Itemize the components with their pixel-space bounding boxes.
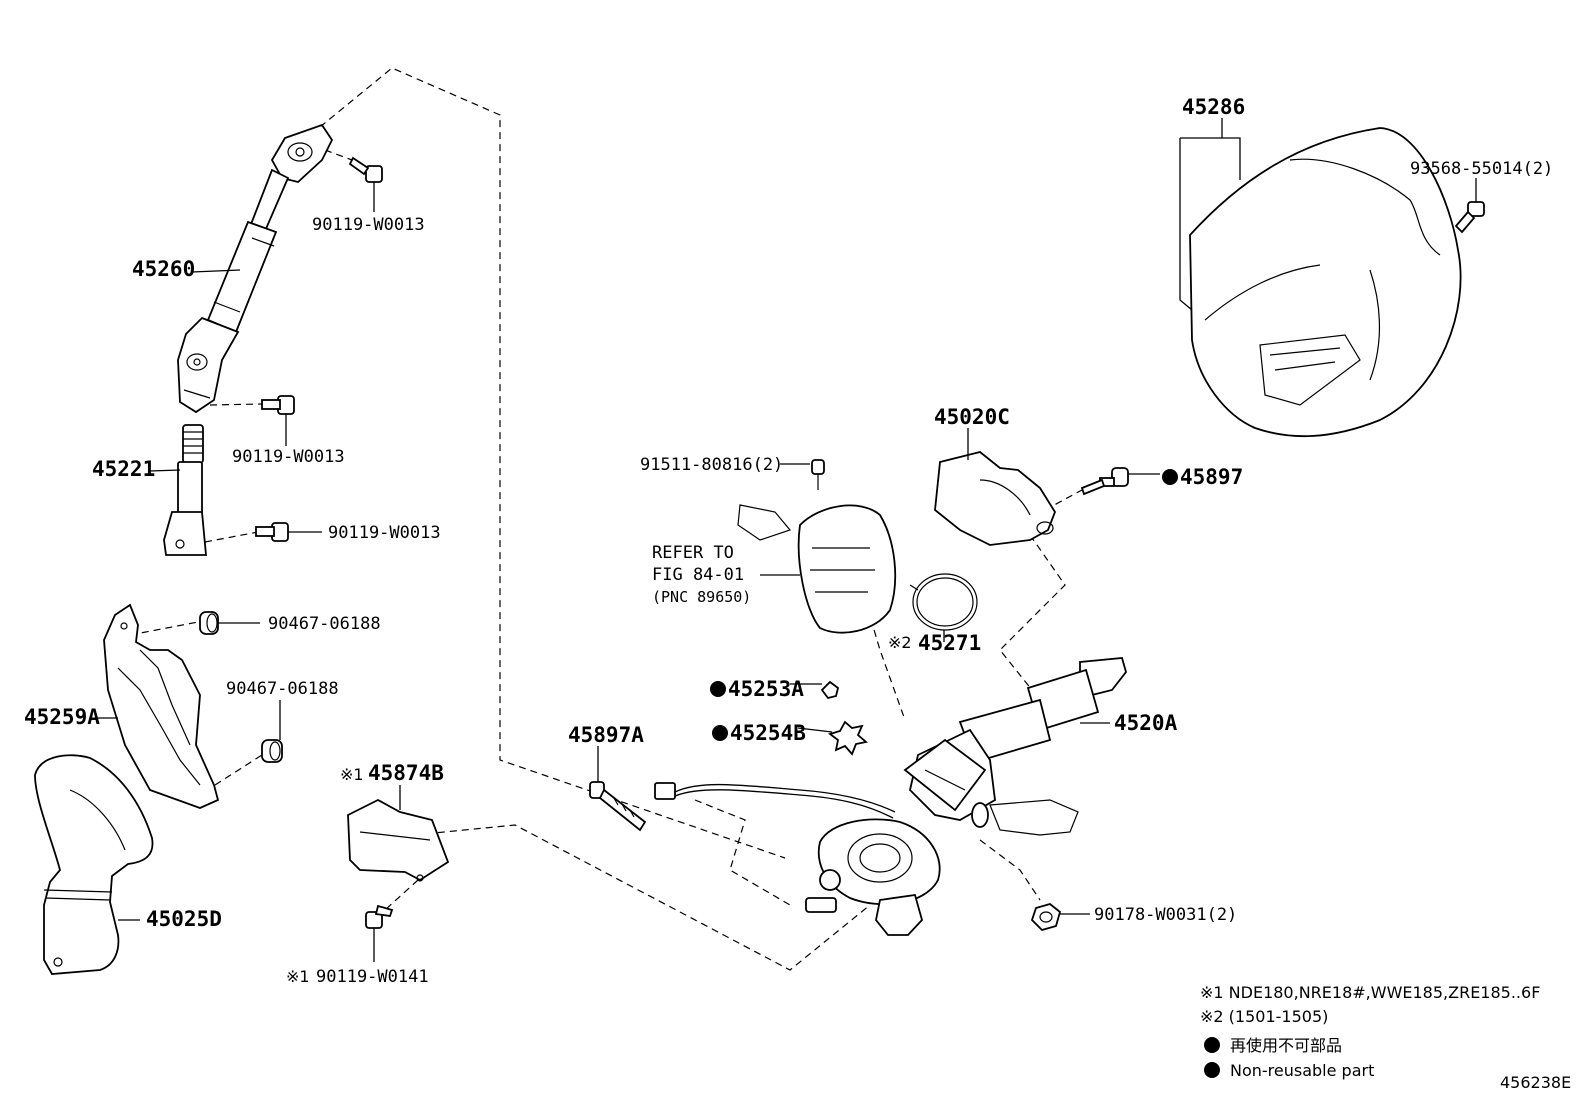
non-reusable-marker-45897 — [1162, 469, 1178, 485]
label-45286: 45286 — [1182, 95, 1245, 119]
legend-notes: ※1 NDE180,NRE18#,WWE185,ZRE185..6F ※2 (1… — [1200, 983, 1540, 1080]
nut-90178-w0031-graphic — [1030, 903, 1062, 932]
label-90467-06188-b: 90467-06188 — [226, 679, 339, 699]
label-45259A: 45259A — [24, 705, 100, 729]
part-45253A-graphic — [820, 680, 840, 700]
clip-90467-06188-b-graphic — [261, 739, 283, 763]
label-45874B: 45874B — [368, 761, 444, 785]
label-45025D: 45025D — [146, 907, 222, 931]
label-90119-w0013-b: 90119-W0013 — [232, 447, 345, 467]
label-90467-06188-a: 90467-06188 — [268, 614, 381, 634]
bolt-90119-w0013-b-graphic — [261, 395, 295, 415]
column-cover-45025D — [34, 754, 154, 975]
bolt-45897A-graphic — [589, 781, 647, 832]
bolt-90119-w0141-graphic — [365, 904, 394, 929]
legend-dot-1 — [1204, 1037, 1220, 1053]
spiral-sensor-assembly — [737, 459, 897, 634]
note-4: Non-reusable part — [1230, 1061, 1374, 1080]
label-45254B: 45254B — [730, 721, 806, 745]
bolt-90119-w0013-c-graphic — [255, 522, 289, 542]
cover-45020C — [934, 451, 1057, 546]
non-reusable-marker-45254B — [712, 725, 728, 741]
label-90178-w0031: 90178-W0031(2) — [1094, 905, 1237, 925]
label-93568-55014: 93568-55014(2) — [1410, 159, 1553, 179]
upper-cover-45286 — [1189, 127, 1462, 438]
note-2: ※2 (1501-1505) — [1200, 1007, 1328, 1026]
label-45253A: 45253A — [728, 677, 804, 701]
part-45897-graphic — [1080, 467, 1129, 496]
label-45020C: 45020C — [934, 405, 1010, 429]
label-fig-84-01: FIG 84-01 — [652, 565, 744, 585]
shroud-45874B — [347, 798, 450, 882]
snap-ring-45271 — [909, 573, 978, 631]
label-45897: 45897 — [1180, 465, 1243, 489]
label-pnc-89650: (PNC 89650) — [652, 588, 751, 606]
note-3: 再使用不可部品 — [1230, 1036, 1342, 1055]
bolt-90119-w0013-a-graphic — [348, 156, 383, 183]
mark-45271: ※2 — [888, 633, 912, 652]
label-90119-w0013-a: 90119-W0013 — [312, 215, 425, 235]
clip-90467-06188-a-graphic — [199, 611, 219, 635]
leader-lines — [95, 118, 1477, 962]
label-refer-to: REFER TO — [652, 543, 734, 563]
non-reusable-marker-45253A — [710, 681, 726, 697]
mark-45874B: ※1 — [340, 765, 364, 784]
label-45221: 45221 — [92, 457, 155, 481]
label-45260: 45260 — [132, 257, 195, 281]
label-45897A: 45897A — [568, 723, 644, 747]
legend-dot-2 — [1204, 1062, 1220, 1078]
boot-cover-45259A — [103, 603, 220, 809]
part-45254B-graphic — [828, 720, 868, 756]
steering-column-4520A — [805, 657, 1127, 936]
screw-93568-55014-graphic — [1454, 201, 1485, 234]
intermediate-shaft-45260 — [177, 123, 334, 414]
label-45271: 45271 — [918, 631, 981, 655]
label-4520A: 4520A — [1114, 711, 1178, 735]
lower-shaft-45221 — [163, 424, 207, 556]
label-90119-w0013-c: 90119-W0013 — [328, 523, 441, 543]
wire-harness — [654, 782, 896, 819]
label-90119-w0141: 90119-W0141 — [316, 967, 429, 987]
label-91511-80816: 91511-80816(2) — [640, 455, 783, 475]
figure-id: 456238E — [1500, 1073, 1571, 1092]
mark-90119-w0141: ※1 — [286, 967, 310, 986]
note-1: ※1 NDE180,NRE18#,WWE185,ZRE185..6F — [1200, 983, 1540, 1002]
